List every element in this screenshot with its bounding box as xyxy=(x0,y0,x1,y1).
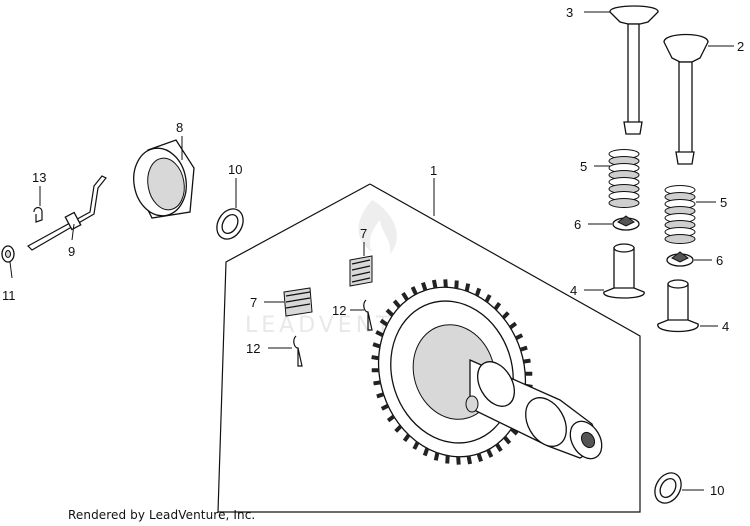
retainer-icon xyxy=(612,215,640,231)
leader-lines xyxy=(9,11,734,491)
callout-11: 11 xyxy=(2,288,16,303)
weight-icon xyxy=(283,287,313,317)
governor-shaft-icon xyxy=(27,175,107,251)
seal-icon xyxy=(216,208,244,240)
callout-6: 6 xyxy=(574,217,581,232)
retainer-icon xyxy=(666,251,694,267)
callout-10: 10 xyxy=(710,483,724,498)
camshaft-icon xyxy=(371,279,603,465)
callout-4: 4 xyxy=(570,283,577,298)
callout-7: 7 xyxy=(360,226,367,241)
callout-3: 3 xyxy=(566,5,573,20)
callouts: 3 2 5 5 6 6 4 4 1 8 10 13 9 11 7 7 12 12… xyxy=(2,5,744,498)
callout-5: 5 xyxy=(580,159,587,174)
washer-icon xyxy=(1,245,15,263)
tappet-icon xyxy=(657,279,699,333)
cotter-pin-icon xyxy=(363,299,373,331)
callout-12: 12 xyxy=(246,341,260,356)
callout-5: 5 xyxy=(720,195,727,210)
callout-13: 13 xyxy=(32,170,46,185)
valve-icon xyxy=(609,5,659,135)
valve-icon xyxy=(663,33,709,165)
valve-spring-icon xyxy=(608,149,640,208)
callout-9: 9 xyxy=(68,244,75,259)
clip-icon xyxy=(33,206,43,223)
weight-icon xyxy=(349,255,373,287)
valve-spring-icon xyxy=(664,185,696,244)
bearing-housing-icon xyxy=(133,139,195,219)
seal-icon xyxy=(654,472,682,504)
callout-7: 7 xyxy=(250,295,257,310)
callout-1: 1 xyxy=(430,163,437,178)
credit-text: Rendered by LeadVenture, Inc. xyxy=(68,508,256,522)
tappet-icon xyxy=(603,243,645,299)
callout-12: 12 xyxy=(332,303,346,318)
callout-4: 4 xyxy=(722,319,729,334)
callout-8: 8 xyxy=(176,120,183,135)
callout-10: 10 xyxy=(228,162,242,177)
callout-6: 6 xyxy=(716,253,723,268)
callout-2: 2 xyxy=(737,39,744,54)
cotter-pin-icon xyxy=(293,335,303,367)
